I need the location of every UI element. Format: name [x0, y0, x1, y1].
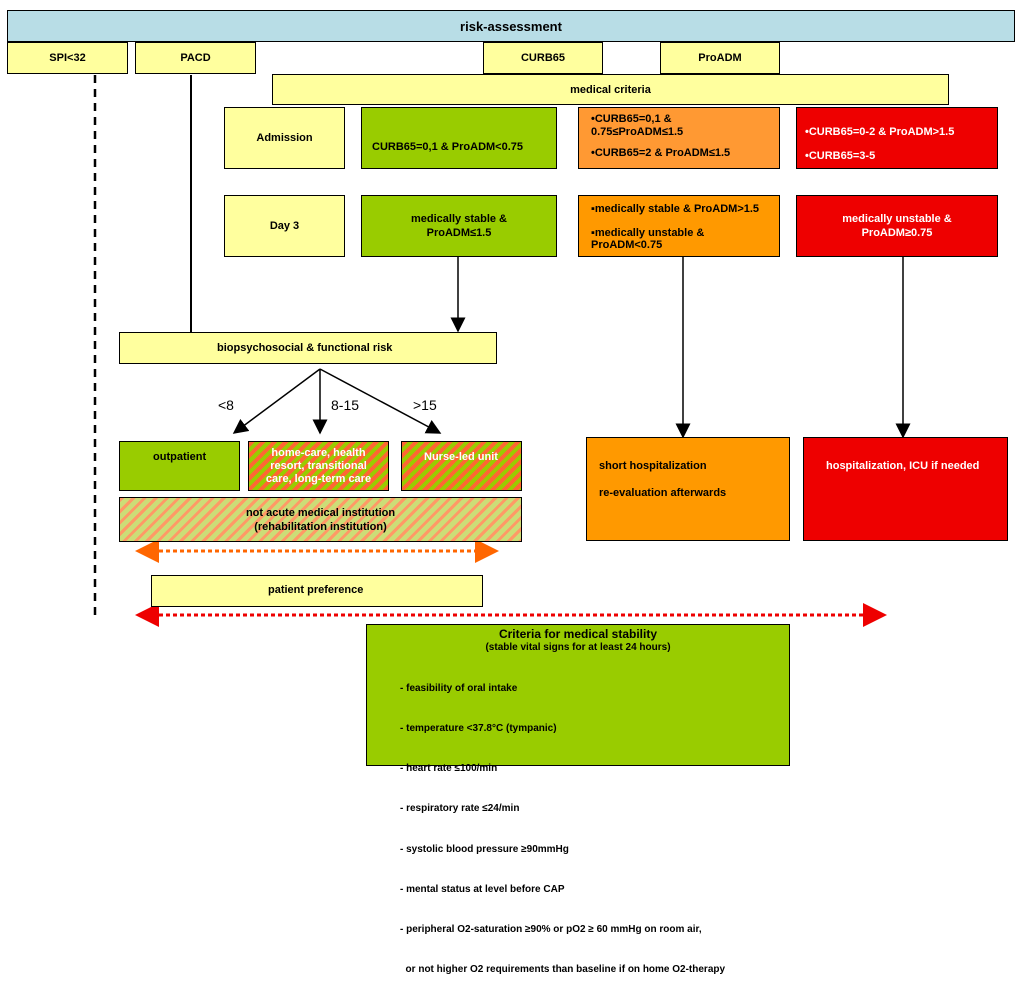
- threshold-mid: 8-15: [331, 397, 360, 413]
- criteria-title: Criteria for medical stability: [498, 627, 658, 641]
- criteria-subtitle: (stable vital signs for at least 24 hour…: [485, 642, 671, 653]
- admission-green-box: CURB65=0,1 & ProADM<0.75: [361, 107, 557, 169]
- admission-orange-box: •CURB65=0,1 & 0.75≤ProADM≤1.5 •CURB65=2 …: [578, 107, 780, 169]
- day3-green-box: medically stable & ProADM≤1.5: [361, 195, 557, 257]
- patient-preference-box: patient preference: [151, 575, 483, 607]
- criteria-list: - feasibility of oral intake - temperatu…: [400, 655, 789, 1004]
- criteria-item: - peripheral O2-saturation ≥90% or pO2 ≥…: [400, 924, 702, 936]
- short-hospitalization-box: short hospitalization re-evaluation afte…: [586, 437, 790, 541]
- biopsychosocial-box: biopsychosocial & functional risk: [119, 332, 497, 364]
- branch-high: [319, 368, 442, 434]
- criteria-box: Criteria for medical stability (stable v…: [366, 624, 790, 975]
- pacd-box: PACD: [135, 42, 256, 74]
- day3-label: Day 3: [224, 195, 345, 257]
- not-acute-box: not acute medical institution (rehabilit…: [119, 497, 522, 542]
- branch-low: [232, 368, 321, 434]
- day3-red-box: medically unstable & ProADM≥0.75: [796, 195, 998, 257]
- threshold-high: >15: [413, 397, 437, 413]
- nurse-led-box: Nurse-led unit: [401, 441, 522, 491]
- day3-orange-box: ▪medically stable & ProADM>1.5 ▪medicall…: [578, 195, 780, 257]
- threshold-low: <8: [218, 397, 234, 413]
- criteria-item: - temperature <37.8°C (tympanic): [400, 723, 557, 735]
- criteria-item: - heart rate ≤100/min: [400, 763, 498, 775]
- connectors: [93, 75, 911, 627]
- hospitalization-box: hospitalization, ICU if needed: [803, 437, 1008, 541]
- spi-box: SPI<32: [7, 42, 128, 74]
- outpatient-box: outpatient: [119, 441, 240, 491]
- risk-assessment-header: risk-assessment: [7, 10, 1015, 42]
- criteria-item: - respiratory rate ≤24/min: [400, 803, 520, 815]
- curb65-box: CURB65: [483, 42, 603, 74]
- admission-label: Admission: [224, 107, 345, 169]
- admission-red-box: •CURB65=0-2 & ProADM>1.5 •CURB65=3-5: [796, 107, 998, 169]
- criteria-item: - systolic blood pressure ≥90mmHg: [400, 843, 569, 855]
- criteria-item: - feasibility of oral intake: [400, 682, 518, 694]
- homecare-box: home-care, health resort, transitional c…: [248, 441, 389, 491]
- criteria-item: - mental status at level before CAP: [400, 883, 565, 895]
- medical-criteria-bar: medical criteria: [272, 74, 949, 105]
- proadm-box: ProADM: [660, 42, 780, 74]
- criteria-item: or not higher O2 requirements than basel…: [400, 964, 726, 976]
